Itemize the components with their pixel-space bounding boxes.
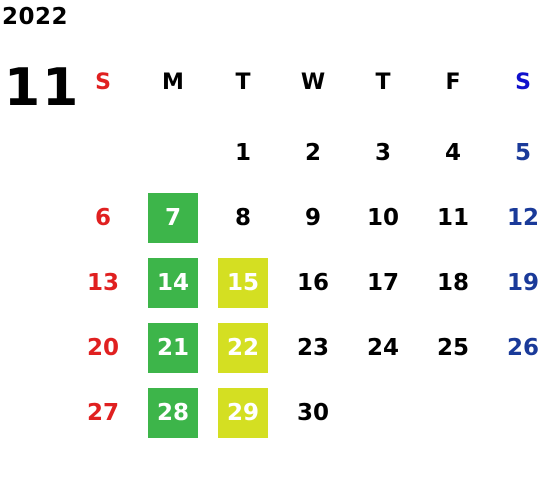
day-cell[interactable]: 2 <box>278 120 348 185</box>
day-cell[interactable]: 5 <box>488 120 548 185</box>
day-cell[interactable]: 17 <box>348 250 418 315</box>
day-number: 30 <box>296 399 329 426</box>
weekday-label: S <box>95 70 111 95</box>
weekday-label: W <box>300 70 326 95</box>
day-number: 1 <box>234 139 251 166</box>
day-number: 14 <box>148 257 198 308</box>
day-number: 3 <box>374 139 391 166</box>
day-number: 20 <box>86 334 119 361</box>
day-cell[interactable]: 9 <box>278 185 348 250</box>
day-cell[interactable]: 4 <box>418 120 488 185</box>
day-cell[interactable]: 6 <box>68 185 138 250</box>
day-number: 17 <box>366 269 399 296</box>
day-number: 28 <box>148 387 198 438</box>
day-cell[interactable]: 21 <box>138 315 208 380</box>
weekday-header: F <box>418 50 488 115</box>
day-number: 18 <box>436 269 469 296</box>
day-cell[interactable]: 13 <box>68 250 138 315</box>
day-cell[interactable]: 20 <box>68 315 138 380</box>
day-cell[interactable]: 19 <box>488 250 548 315</box>
day-number: 26 <box>506 334 539 361</box>
day-cell[interactable]: 1 <box>208 120 278 185</box>
day-number: 13 <box>86 269 119 296</box>
day-cell[interactable]: 16 <box>278 250 348 315</box>
weekday-header: T <box>348 50 418 115</box>
day-number: 23 <box>296 334 329 361</box>
weekday-header: M <box>138 50 208 115</box>
weekday-label: T <box>375 70 391 95</box>
day-number: 4 <box>444 139 461 166</box>
weekday-label: T <box>235 70 251 95</box>
day-number: 25 <box>436 334 469 361</box>
day-number: 5 <box>514 139 531 166</box>
day-number: 15 <box>218 257 268 308</box>
day-cell[interactable]: 27 <box>68 380 138 445</box>
day-cell[interactable]: 24 <box>348 315 418 380</box>
day-cell[interactable]: 18 <box>418 250 488 315</box>
day-cell[interactable]: 29 <box>208 380 278 445</box>
day-cell[interactable]: 15 <box>208 250 278 315</box>
weekday-label: M <box>162 70 184 95</box>
day-number: 12 <box>506 204 539 231</box>
day-number: 9 <box>304 204 321 231</box>
day-number: 7 <box>148 192 198 243</box>
day-cell[interactable]: 28 <box>138 380 208 445</box>
day-number: 6 <box>94 204 111 231</box>
day-number: 16 <box>296 269 329 296</box>
day-number: 2 <box>304 139 321 166</box>
month-label: 11 <box>4 58 81 118</box>
weekday-label: S <box>515 70 531 95</box>
year-label: 2022 <box>2 4 69 30</box>
day-cell[interactable]: 22 <box>208 315 278 380</box>
day-number: 24 <box>366 334 399 361</box>
day-cell[interactable]: 7 <box>138 185 208 250</box>
day-cell[interactable]: 11 <box>418 185 488 250</box>
day-number: 10 <box>366 204 399 231</box>
day-number: 29 <box>218 387 268 438</box>
day-number: 11 <box>436 204 469 231</box>
day-number: 19 <box>506 269 539 296</box>
day-cell[interactable]: 25 <box>418 315 488 380</box>
weekday-label: F <box>445 70 461 95</box>
day-cell[interactable]: 3 <box>348 120 418 185</box>
day-cell[interactable]: 30 <box>278 380 348 445</box>
day-cell[interactable]: 23 <box>278 315 348 380</box>
day-number: 22 <box>218 322 268 373</box>
day-number: 21 <box>148 322 198 373</box>
day-cell[interactable]: 10 <box>348 185 418 250</box>
day-number: 27 <box>86 399 119 426</box>
day-cell[interactable]: 12 <box>488 185 548 250</box>
weekday-header: T <box>208 50 278 115</box>
weekday-header: W <box>278 50 348 115</box>
day-number: 8 <box>234 204 251 231</box>
day-cell[interactable]: 14 <box>138 250 208 315</box>
weekday-header: S <box>68 50 138 115</box>
day-cell[interactable]: 26 <box>488 315 548 380</box>
day-cell[interactable]: 8 <box>208 185 278 250</box>
weekday-header: S <box>488 50 548 115</box>
